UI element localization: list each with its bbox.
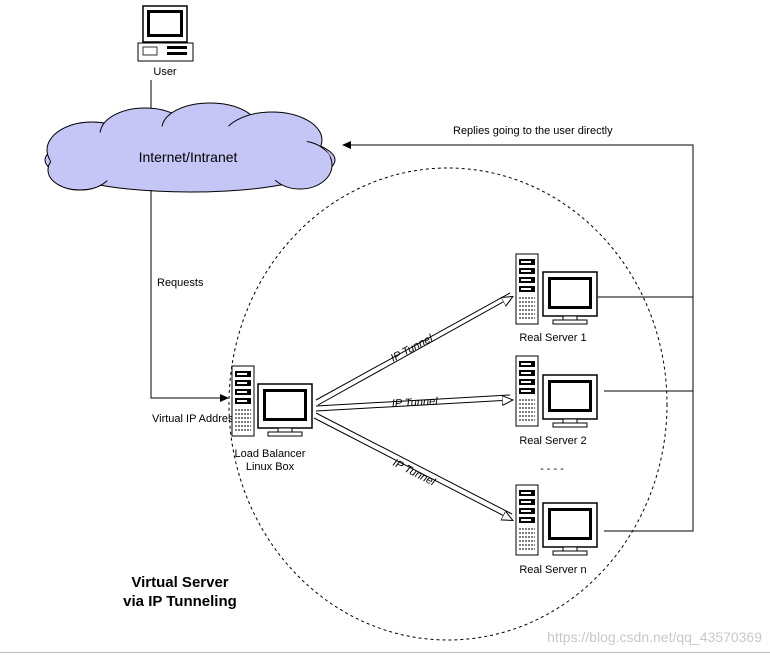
user-label: User — [153, 66, 177, 78]
servers-ellipsis: - - - - — [540, 463, 564, 475]
real-server-1-tower-icon — [515, 253, 539, 325]
bottom-divider — [0, 652, 770, 653]
ip-tunnel-2 — [315, 394, 512, 412]
diagram-title-line1: Virtual Server — [131, 574, 228, 591]
tunnel-label-1: IP Tunnel — [389, 332, 436, 364]
real-server-2-label: Real Server 2 — [519, 435, 586, 447]
virtual-ip-label: Virtual IP Address — [152, 413, 240, 425]
load-balancer-label-line2: Linux Box — [246, 461, 295, 473]
real-server-n-monitor-icon — [542, 502, 598, 556]
load-balancer-monitor-icon — [257, 383, 313, 437]
requests-arrow — [150, 190, 229, 402]
tunnel-label-2: IP Tunnel — [392, 396, 439, 410]
real-server-1-monitor-icon — [542, 271, 598, 325]
real-server-2-tower-icon — [515, 355, 539, 427]
cloud-label: Internet/Intranet — [139, 149, 238, 165]
tunnel-label-3: IP Tunnel — [391, 457, 438, 489]
replies-arrow — [342, 141, 694, 298]
load-balancer-label-line1: Load Balancer — [235, 448, 306, 460]
user-computer-icon — [137, 5, 194, 62]
replies-label: Replies going to the user directly — [453, 125, 613, 137]
real-server-n-label: Real Server n — [519, 564, 586, 576]
virtual-server-boundary — [228, 167, 668, 641]
servern-reply-line — [604, 297, 694, 532]
real-server-2-monitor-icon — [542, 374, 598, 428]
ip-tunnel-1 — [315, 292, 512, 406]
diagram-title-line2: via IP Tunneling — [123, 593, 237, 610]
requests-label: Requests — [157, 277, 204, 289]
cloud-shape — [44, 102, 336, 193]
ip-tunnel-3 — [313, 412, 512, 520]
load-balancer-tower-icon — [231, 365, 255, 437]
watermark-text: https://blog.csdn.net/qq_43570369 — [547, 629, 762, 645]
real-server-n-tower-icon — [515, 484, 539, 556]
real-server-1-label: Real Server 1 — [519, 332, 586, 344]
